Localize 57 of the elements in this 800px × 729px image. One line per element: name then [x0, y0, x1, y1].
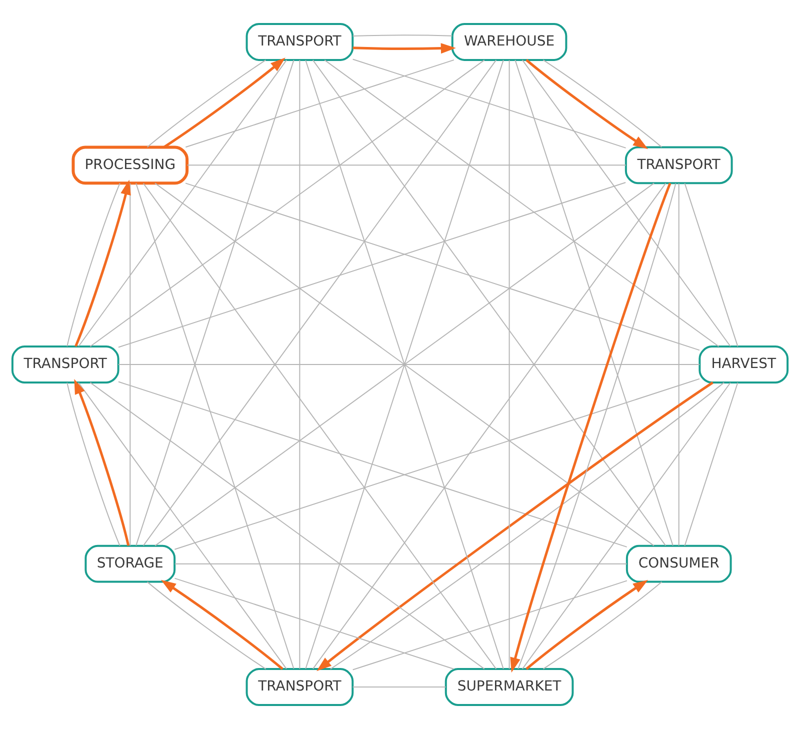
connector: [130, 182, 131, 546]
arrow: [352, 43, 456, 54]
connector: [684, 382, 738, 546]
connector: [508, 60, 510, 670]
connector: [684, 182, 738, 347]
connector: [352, 580, 628, 670]
node-box: TRANSPORT: [246, 23, 354, 61]
connector: [305, 60, 504, 670]
connector: [118, 364, 700, 365]
connector: [78, 60, 288, 347]
connector: [324, 60, 720, 347]
connector: [174, 578, 454, 670]
connector: [66, 182, 120, 347]
connector: [90, 382, 485, 670]
connector: [678, 182, 680, 546]
connector: [142, 182, 497, 670]
connector: [90, 60, 485, 347]
node-box: PROCESSING: [72, 146, 189, 185]
connector: [66, 382, 120, 546]
arrow: [160, 580, 284, 670]
connector: [542, 59, 662, 148]
connector: [185, 59, 454, 148]
connector: [146, 60, 266, 148]
connector: [142, 60, 497, 546]
connector: [136, 60, 294, 546]
connector: [174, 563, 628, 564]
arrow: [526, 59, 648, 150]
node-box: WAREHOUSE: [451, 23, 568, 61]
connector: [118, 381, 628, 548]
connector: [522, 382, 731, 670]
connector: [352, 34, 453, 37]
connector: [312, 182, 666, 670]
node-box: HARVEST: [698, 346, 789, 384]
node-box: CONSUMER: [626, 544, 732, 583]
arrow: [74, 378, 130, 546]
connector: [136, 182, 294, 670]
node-box: STORAGE: [84, 544, 176, 583]
connector: [352, 686, 446, 688]
connector: [542, 581, 662, 670]
arrow: [163, 58, 286, 148]
connector: [312, 60, 666, 546]
node-box: TRANSPORT: [246, 668, 354, 706]
connector: [118, 182, 626, 348]
node-box: TRANSPORT: [624, 146, 733, 184]
connector: [185, 182, 700, 351]
connector: [186, 164, 626, 166]
connector: [78, 382, 287, 670]
arrow: [74, 180, 131, 347]
arrow: [526, 580, 648, 670]
node-box: TRANSPORT: [11, 346, 120, 384]
connector: [146, 581, 266, 670]
connector: [299, 60, 300, 670]
node-box: SUPERMARKET: [444, 668, 574, 706]
connector: [514, 60, 674, 546]
connector: [352, 58, 626, 148]
connector: [174, 378, 700, 550]
connector: [522, 60, 731, 347]
